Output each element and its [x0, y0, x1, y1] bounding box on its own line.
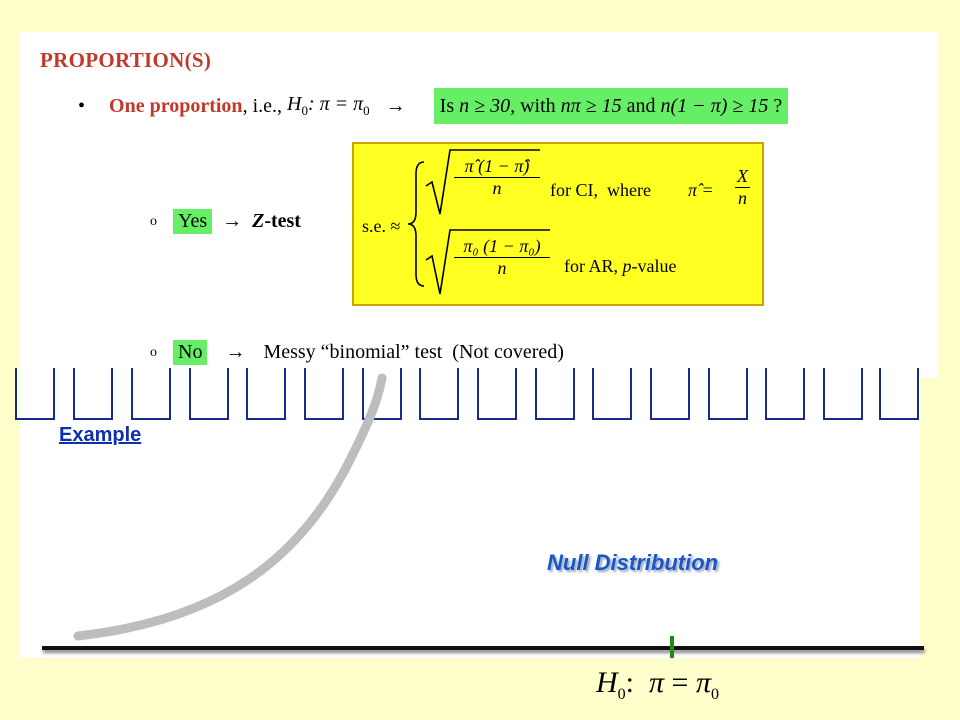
z-test-label: Z-test	[252, 210, 301, 232]
one-proportion-bullet: • One proportion , i.e., H0 : π = π0 → I…	[78, 88, 938, 124]
arrow-icon: →	[225, 341, 246, 363]
bucket-box	[879, 368, 919, 420]
h0-symbol: H0	[287, 93, 308, 118]
bucket-box	[765, 368, 805, 420]
bucket-box	[73, 368, 113, 420]
is-text: Is	[439, 94, 455, 117]
null-value-tick	[670, 636, 674, 658]
arrow-icon: →	[222, 210, 243, 232]
ar-fraction: π₀ (1 − π₀) n	[454, 236, 550, 279]
n1pi-condition: n(1 − π) ≥ 15	[660, 94, 769, 117]
bucket-box	[362, 368, 402, 420]
ci-fraction: π̂ (1 − π̂) n	[454, 156, 540, 199]
bucket-row	[15, 368, 925, 424]
null-distribution-label: Null Distribution	[547, 550, 719, 575]
and-text: and	[626, 94, 656, 117]
question-mark: ?	[773, 94, 783, 117]
h0-expression: : π = π0	[307, 93, 370, 118]
x-over-n: X n	[735, 166, 750, 208]
one-proportion-label: One proportion	[109, 94, 243, 117]
n-condition: n ≥ 30,	[459, 94, 516, 117]
sample-size-condition: Is n ≥ 30, with nπ ≥ 15 and n(1 − π) ≥ 1…	[433, 88, 789, 124]
bucket-box	[246, 368, 286, 420]
example-link[interactable]: Example	[59, 424, 142, 446]
bucket-box	[15, 368, 55, 420]
brace-and-roots	[407, 149, 550, 295]
ci-text: for CI, where	[550, 180, 651, 200]
arrow-icon: →	[385, 94, 406, 117]
bucket-box	[304, 368, 344, 420]
bucket-box	[823, 368, 863, 420]
bucket-box	[189, 368, 229, 420]
bullet-marker: •	[78, 94, 86, 117]
with-text: with	[520, 94, 556, 117]
yes-row: o Yes → Z-test	[150, 209, 301, 234]
bucket-box	[592, 368, 632, 420]
bucket-box	[535, 368, 575, 420]
npi-condition: nπ ≥ 15	[560, 94, 622, 117]
standard-error-box: s.e. ≈ π̂ (1 − π̂) n for CI, where π̂ = …	[352, 142, 764, 306]
bucket-box	[131, 368, 171, 420]
bucket-box	[477, 368, 517, 420]
h0-axis-label: H0: π = π0	[596, 666, 719, 703]
no-row: o No → Messy “binomial” test (Not covere…	[150, 340, 564, 365]
ar-text: for AR, p-value	[564, 256, 677, 276]
slide-heading: PROPORTION(S)	[40, 48, 212, 72]
se-approx: s.e. ≈	[362, 216, 401, 236]
bucket-box	[419, 368, 459, 420]
ie-text: , i.e.,	[242, 94, 287, 117]
no-label: No	[173, 340, 208, 365]
x-axis-line	[42, 646, 924, 650]
slide-panel-strip	[920, 32, 938, 378]
sub-bullet-marker: o	[150, 344, 157, 360]
bucket-box	[708, 368, 748, 420]
pihat-def: π̂ =	[688, 180, 714, 200]
bucket-box	[650, 368, 690, 420]
yes-label: Yes	[173, 209, 213, 234]
slide-panel	[20, 32, 920, 658]
binomial-test-text: Messy “binomial” test (Not covered)	[263, 341, 564, 363]
sub-bullet-marker: o	[150, 213, 157, 229]
